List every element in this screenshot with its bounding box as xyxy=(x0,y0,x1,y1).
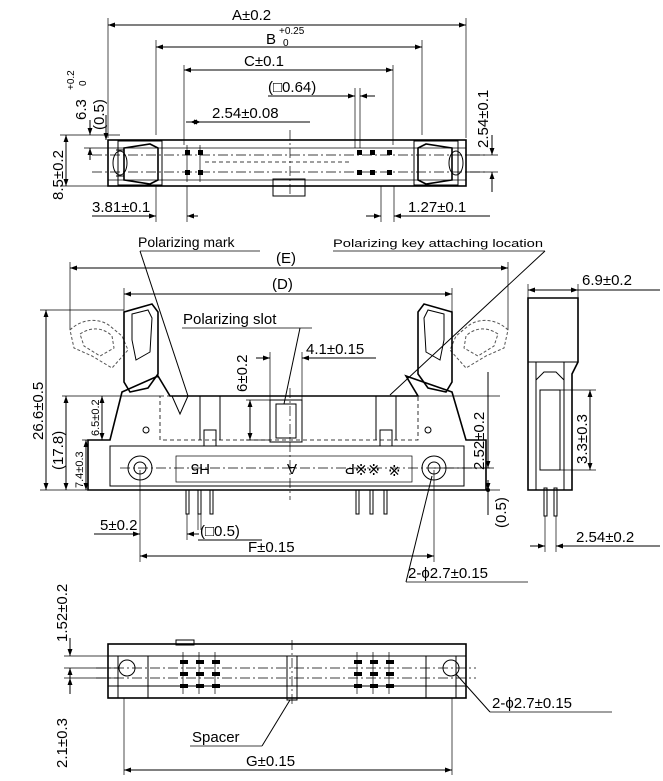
dim-c: C±0.1 xyxy=(244,53,284,70)
dim-178: (17.8) xyxy=(50,431,67,470)
dim-85: 8.5±0.2 xyxy=(50,150,67,200)
dim-266: 26.6±0.5 xyxy=(30,382,47,440)
dim-74: 7.4±0.3 xyxy=(74,451,86,488)
bottom-view: 1.52±0.2 2.1±0.3 2-ϕ2.7±0.15 Spacer G±0.… xyxy=(54,584,612,775)
dim-21: 2.1±0.3 xyxy=(54,718,71,768)
front-view: Polarizing mark Polarizing key attaching… xyxy=(30,234,546,583)
dim-381: 3.81±0.1 xyxy=(92,199,150,216)
side-view: 6.9±0.2 3.3±0.3 2.54±0.2 xyxy=(527,272,660,552)
dim-hole-1: 2-ϕ2.7±0.15 xyxy=(408,565,488,582)
top-pin-array xyxy=(185,150,392,175)
marking-right: ※※P xyxy=(345,460,380,477)
dim-f: F±0.15 xyxy=(248,539,295,556)
dim-5: 5±0.2 xyxy=(100,517,137,534)
bottom-pins xyxy=(180,660,394,688)
marking-left: H5 xyxy=(191,460,210,477)
dim-d: (D) xyxy=(272,276,293,293)
dim-b-tol-lower: 0 xyxy=(283,38,289,49)
top-view: A±0.2 B +0.25 0 C±0.1 (□0.64) 2.54±0.08 xyxy=(50,7,498,222)
dim-sq064: (□0.64) xyxy=(268,79,316,96)
dim-e: (E) xyxy=(276,250,296,267)
dim-254-01: 2.54±0.1 xyxy=(475,90,492,148)
dim-b: B xyxy=(266,31,276,48)
dim-g: G±0.15 xyxy=(246,753,295,770)
front-pins xyxy=(185,489,388,515)
dim-05-top: (0.5) xyxy=(91,99,108,130)
label-polarizing-mark: Polarizing mark xyxy=(138,234,235,250)
dim-127: 1.27±0.1 xyxy=(408,199,466,216)
dim-41: 4.1±0.15 xyxy=(306,341,364,358)
dim-65: 6.5±0.2 xyxy=(90,399,102,436)
dim-254-02: 2.54±0.2 xyxy=(576,529,634,546)
dim-05-right: (0.5) xyxy=(493,497,510,528)
label-polarizing-slot: Polarizing slot xyxy=(183,311,277,328)
dim-63-tol-upper: +0.2 xyxy=(66,70,77,90)
label-spacer: Spacer xyxy=(192,729,240,746)
dim-69: 6.9±0.2 xyxy=(582,272,632,289)
dim-hole-2: 2-ϕ2.7±0.15 xyxy=(492,695,572,712)
label-polarizing-key: Polarizing key attaching location xyxy=(333,238,543,250)
dim-b-tol-upper: +0.25 xyxy=(279,26,305,37)
dim-sq05: (□0.5) xyxy=(200,523,240,540)
dim-33: 3.3±0.3 xyxy=(574,414,591,464)
dim-252: 2.52±0.2 xyxy=(471,412,488,470)
dim-6: 6±0.2 xyxy=(234,355,251,392)
dim-63-tol-lower: 0 xyxy=(78,80,89,86)
dim-63: 6.3 xyxy=(73,99,90,120)
marking-right-2: ※ xyxy=(388,463,401,480)
dim-pitch-008: 2.54±0.08 xyxy=(212,105,279,122)
dim-a: A±0.2 xyxy=(232,7,271,24)
marking-center: A xyxy=(287,460,297,477)
dim-152: 1.52±0.2 xyxy=(54,584,71,642)
